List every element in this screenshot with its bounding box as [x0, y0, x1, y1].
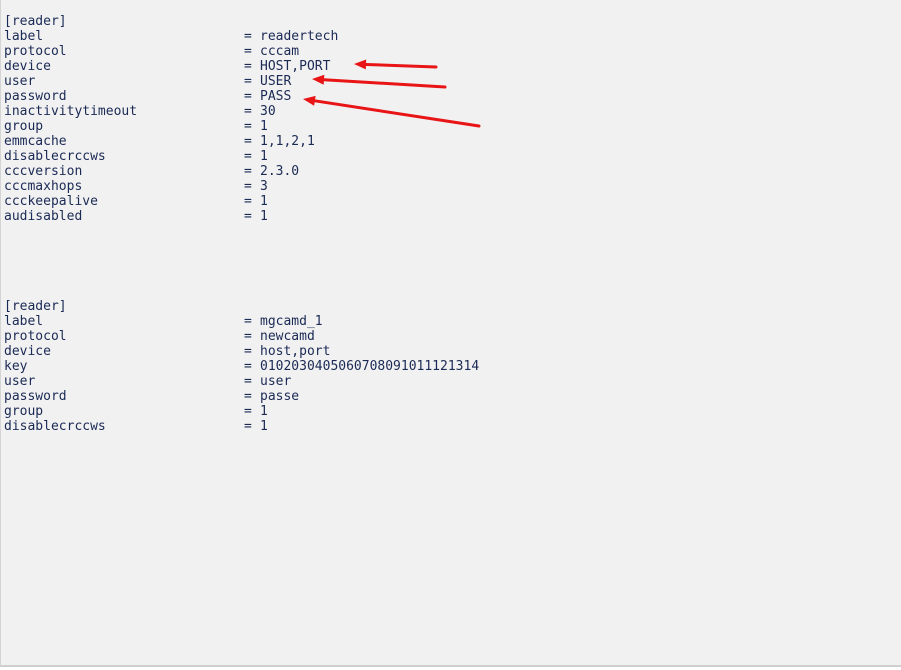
- config-key: password: [4, 389, 67, 404]
- config-line-device: device = HOST,PORT: [4, 59, 479, 74]
- config-value: 1: [260, 119, 268, 134]
- config-value: 1: [260, 404, 268, 419]
- config-key: label: [4, 314, 44, 329]
- config-key: protocol: [4, 329, 67, 344]
- config-line-audisabled: audisabled = 1: [4, 209, 479, 224]
- config-line-disablecrccws: disablecrccws = 1: [4, 149, 479, 164]
- config-key: device: [4, 344, 51, 359]
- config-line-label: label = mgcamd_1: [4, 314, 479, 329]
- config-line-password: password = passe: [4, 389, 479, 404]
- equals-sign: =: [244, 359, 252, 374]
- config-value: HOST,PORT: [260, 59, 331, 74]
- equals-sign: =: [244, 164, 252, 179]
- config-key: device: [4, 59, 51, 74]
- config-line-group: group = 1: [4, 119, 479, 134]
- section-header: [reader]: [4, 299, 67, 314]
- config-key: group: [4, 119, 44, 134]
- equals-sign: =: [244, 149, 252, 164]
- config-key: disablecrccws: [4, 149, 106, 164]
- config-line-user: user = USER: [4, 74, 479, 89]
- equals-sign: =: [244, 179, 252, 194]
- config-value: 2.3.0: [260, 164, 300, 179]
- config-value: mgcamd_1: [260, 314, 323, 329]
- config-line-protocol: protocol = cccam: [4, 44, 479, 59]
- equals-sign: =: [244, 44, 252, 59]
- equals-sign: =: [244, 134, 252, 149]
- equals-sign: =: [244, 419, 252, 434]
- config-line-key: key = 0102030405060708091011121314: [4, 359, 479, 374]
- blank-line: [4, 269, 479, 284]
- config-key: ccckeepalive: [4, 194, 98, 209]
- config-line-emmcache: emmcache = 1,1,2,1: [4, 134, 479, 149]
- config-value: 3: [260, 179, 268, 194]
- config-value: host,port: [260, 344, 331, 359]
- config-value: user: [260, 374, 292, 389]
- config-value: passe: [260, 389, 300, 404]
- config-key: user: [4, 374, 36, 389]
- config-value: newcamd: [260, 329, 315, 344]
- config-line-disablecrccws: disablecrccws = 1: [4, 419, 479, 434]
- blank-line: [4, 239, 479, 254]
- config-value: 1: [260, 149, 268, 164]
- config-key: user: [4, 74, 36, 89]
- equals-sign: =: [244, 209, 252, 224]
- config-line-password: password = PASS: [4, 89, 479, 104]
- config-line-group: group = 1: [4, 404, 479, 419]
- equals-sign: =: [244, 59, 252, 74]
- equals-sign: =: [244, 344, 252, 359]
- config-value: 1: [260, 419, 268, 434]
- equals-sign: =: [244, 74, 252, 89]
- blank-line: [4, 254, 479, 269]
- config-key: protocol: [4, 44, 67, 59]
- config-value: 1: [260, 209, 268, 224]
- config-line-ccckeepalive: ccckeepalive = 1: [4, 194, 479, 209]
- equals-sign: =: [244, 374, 252, 389]
- config-key: disablecrccws: [4, 419, 106, 434]
- equals-sign: =: [244, 404, 252, 419]
- config-value: readertech: [260, 29, 339, 44]
- config-line-label: label = readertech: [4, 29, 479, 44]
- equals-sign: =: [244, 329, 252, 344]
- config-value: USER: [260, 74, 292, 89]
- config-key: label: [4, 29, 44, 44]
- config-key: cccmaxhops: [4, 179, 83, 194]
- config-value: 1,1,2,1: [260, 134, 315, 149]
- config-value: cccam: [260, 44, 300, 59]
- config-key: password: [4, 89, 67, 104]
- equals-sign: =: [244, 119, 252, 134]
- equals-sign: =: [244, 314, 252, 329]
- config-value: PASS: [260, 89, 292, 104]
- config-line-cccversion: cccversion = 2.3.0: [4, 164, 479, 179]
- config-key: inactivitytimeout: [4, 104, 138, 119]
- config-line-device: device = host,port: [4, 344, 479, 359]
- config-line-cccmaxhops: cccmaxhops = 3: [4, 179, 479, 194]
- blank-line: [4, 284, 479, 299]
- config-line-user: user = user: [4, 374, 479, 389]
- config-line-inactivitytimeout: inactivitytimeout = 30: [4, 104, 479, 119]
- blank-line: [4, 224, 479, 239]
- equals-sign: =: [244, 89, 252, 104]
- equals-sign: =: [244, 389, 252, 404]
- equals-sign: =: [244, 194, 252, 209]
- equals-sign: =: [244, 29, 252, 44]
- config-key: cccversion: [4, 164, 83, 179]
- config-value: 0102030405060708091011121314: [260, 359, 480, 374]
- config-key: audisabled: [4, 209, 83, 224]
- config-key: group: [4, 404, 44, 419]
- config-line-protocol: protocol = newcamd: [4, 329, 479, 344]
- section-header: [reader]: [4, 14, 67, 29]
- config-value: 30: [260, 104, 276, 119]
- equals-sign: =: [244, 104, 252, 119]
- config-key: emmcache: [4, 134, 67, 149]
- config-key: key: [4, 359, 28, 374]
- config-value: 1: [260, 194, 268, 209]
